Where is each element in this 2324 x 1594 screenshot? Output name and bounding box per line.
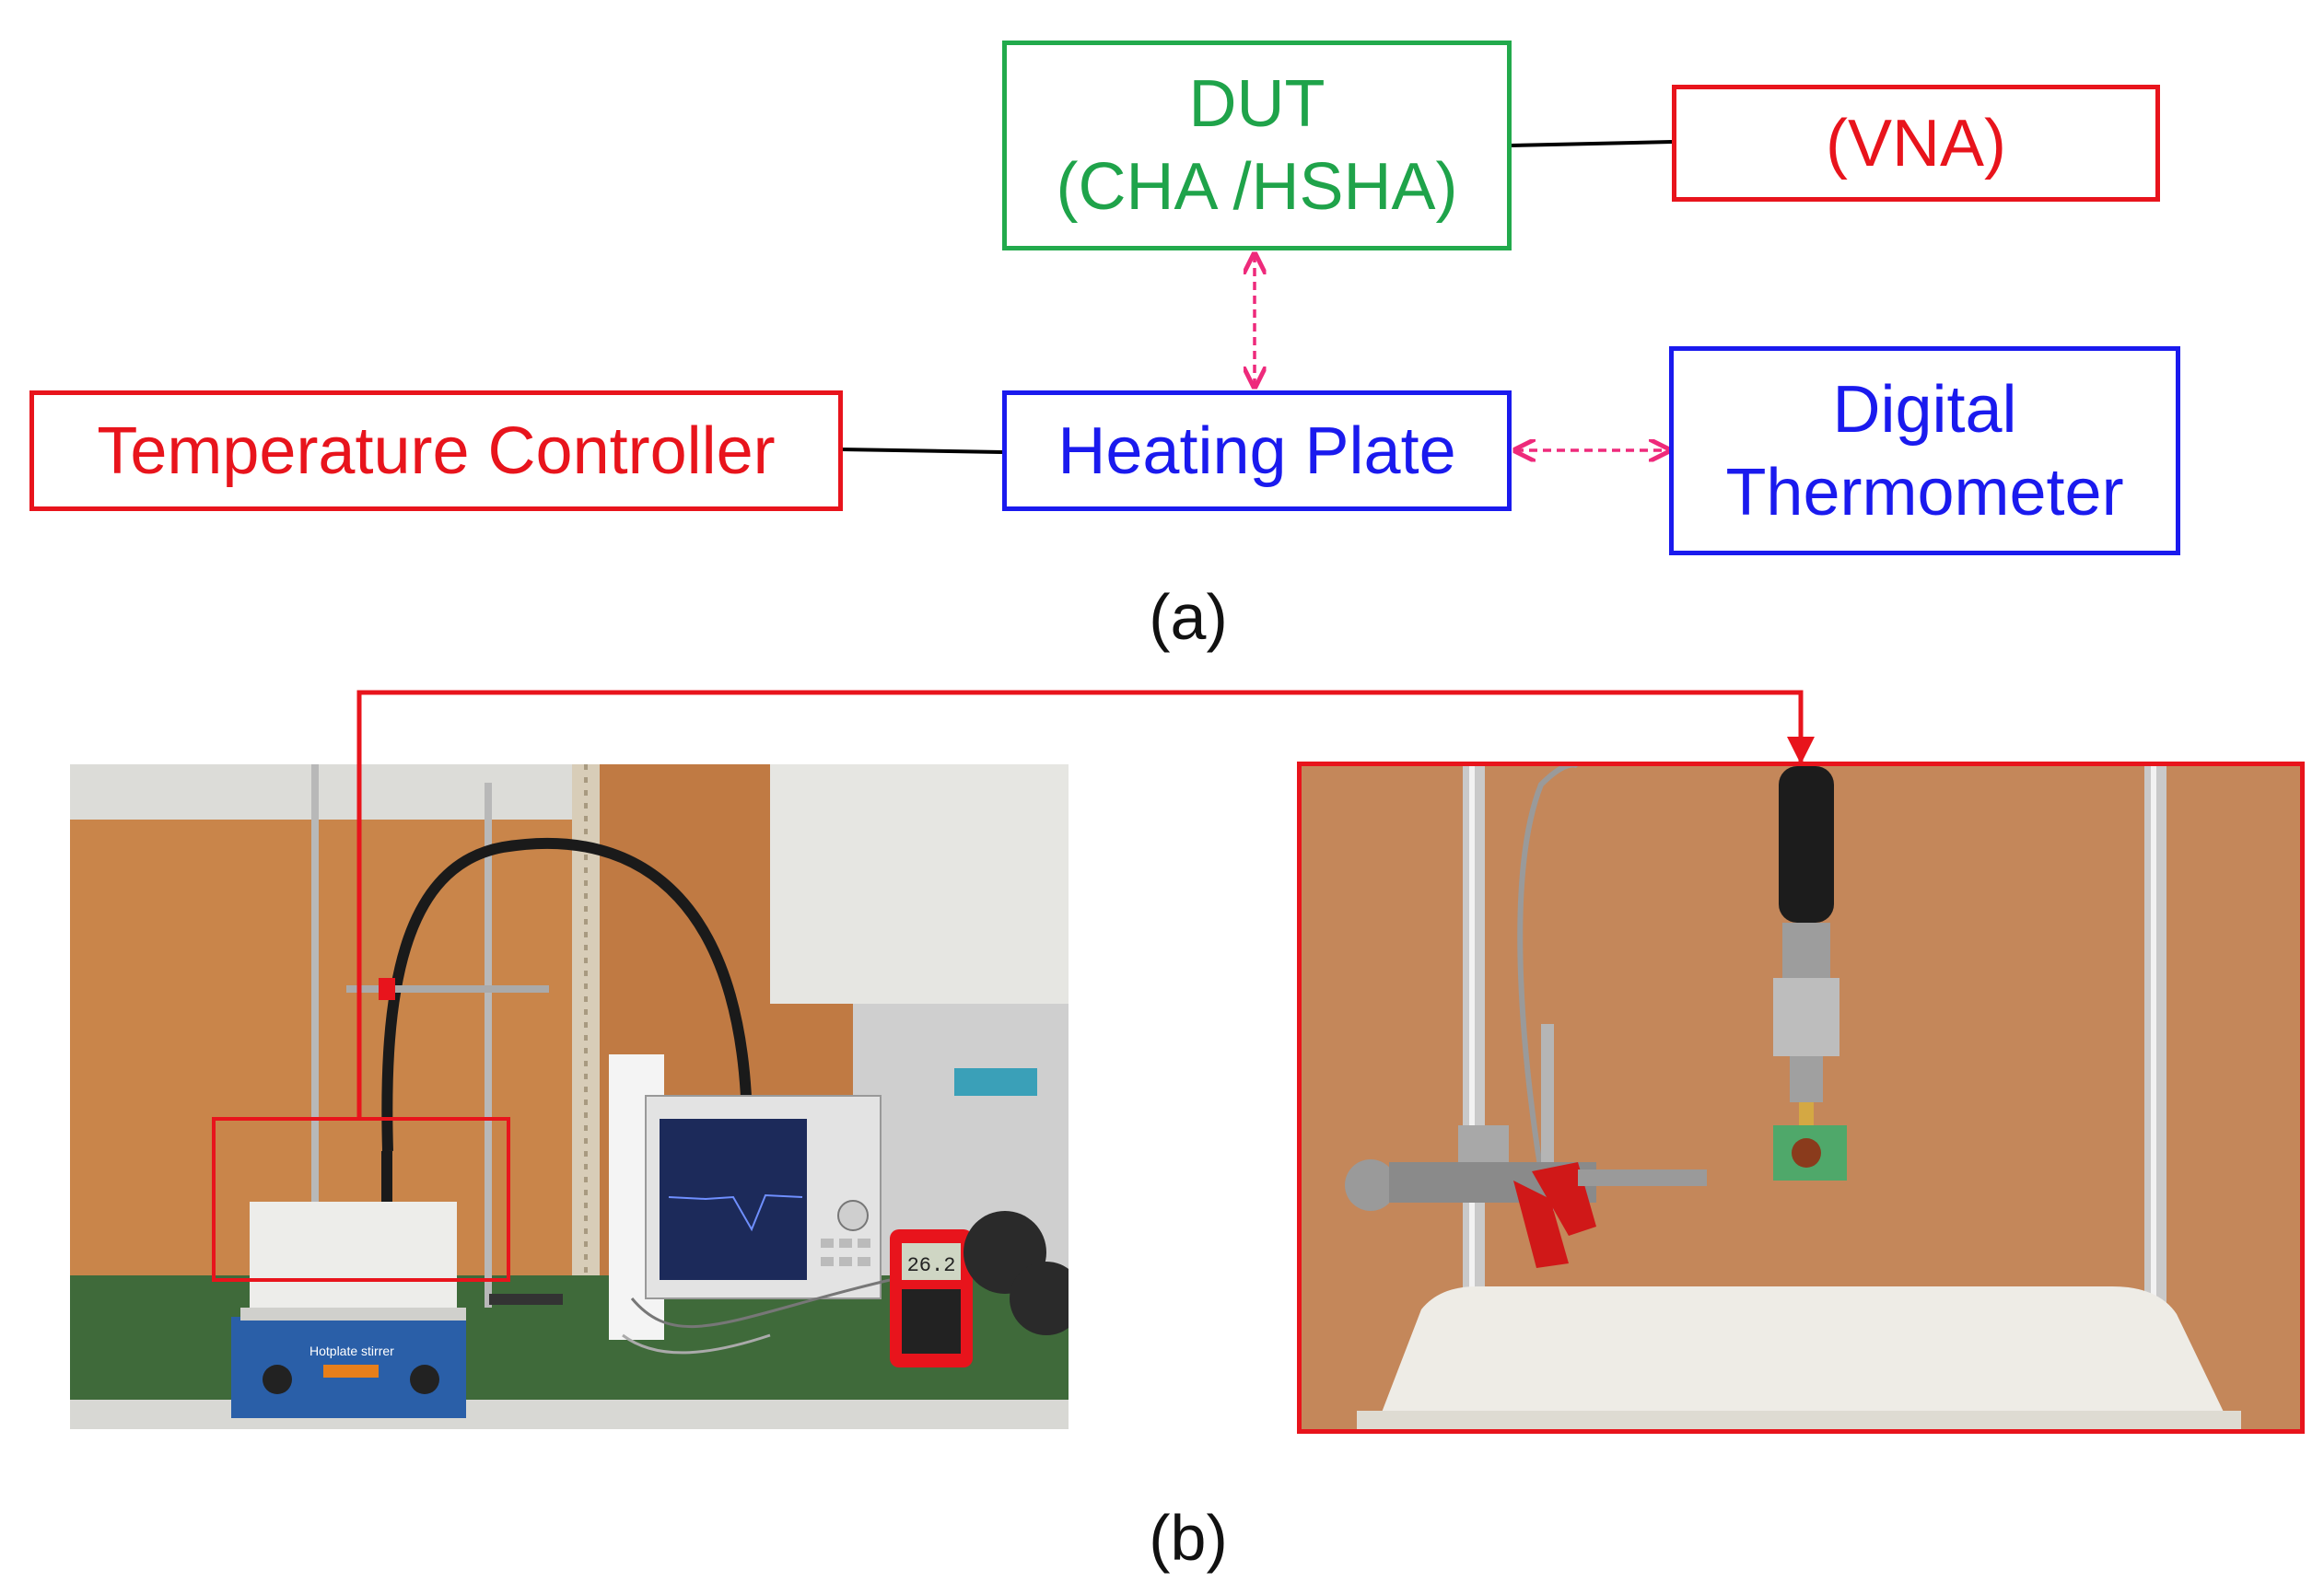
caption-b: (b) [1149,1502,1228,1574]
node-dut-line1: DUT [1188,67,1325,141]
node-digital-thermometer-line1: Digital [1832,372,2017,447]
node-temperature-controller-label: Temperature Controller [97,413,776,488]
node-dut-line2: (CHA /HSHA) [1056,150,1458,224]
node-heating-plate: Heating Plate [1002,390,1512,511]
setup-photo-image: Hotplate stirrer 26.2 [70,764,1069,1429]
node-digital-thermometer-line2: Thermometer [1725,455,2124,529]
edge-controller-heating-plate [840,448,1003,454]
node-temperature-controller: Temperature Controller [29,390,843,511]
hotplate-label: Hotplate stirrer [309,1344,394,1358]
closeup-photo [1297,762,2305,1434]
node-dut: DUT (CHA /HSHA) [1002,41,1512,250]
thermometer-readout: 26.2 [907,1254,956,1277]
node-heating-plate-label: Heating Plate [1057,413,1456,488]
zoom-connector-line [356,690,1815,1119]
setup-photo: Hotplate stirrer 26.2 [70,764,1069,1429]
caption-a: (a) [1149,581,1228,653]
node-vna-label: (VNA) [1826,106,2006,180]
node-digital-thermometer: Digital Thermometer [1669,346,2180,555]
node-vna: (VNA) [1672,85,2160,202]
edge-dut-vna [1510,140,1673,147]
closeup-photo-image [1302,766,2300,1429]
